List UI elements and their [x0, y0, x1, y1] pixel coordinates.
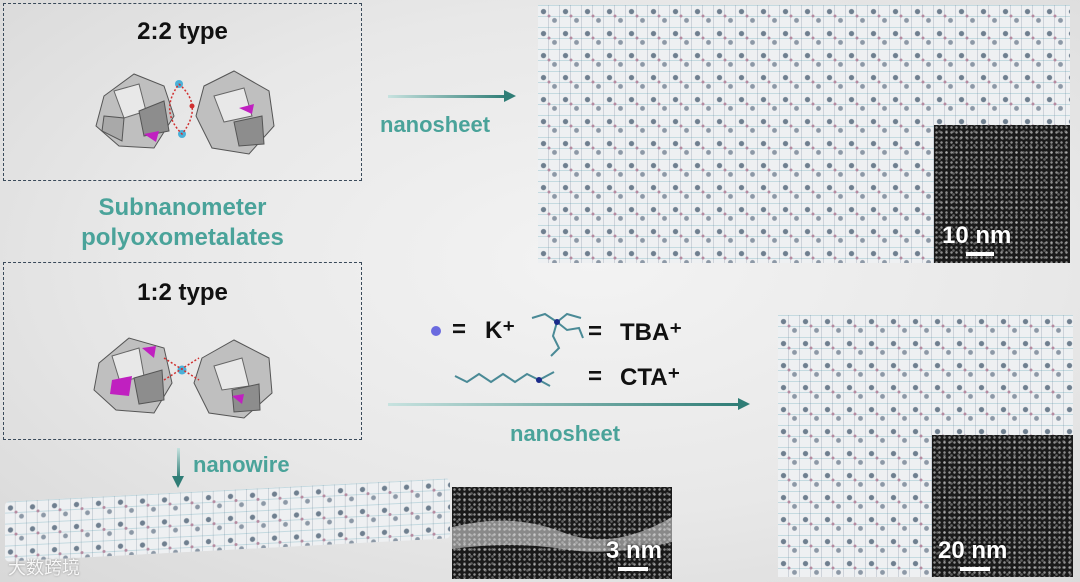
watermark: 大数跨境: [8, 558, 80, 578]
legend-k-eq: =: [452, 316, 467, 343]
bottom-structure-box: 1:2 type: [3, 262, 362, 440]
scale-label-top: 10 nm: [942, 222, 1012, 249]
center-label-line1: Subnanometer: [98, 194, 267, 221]
scale-bar-bottom: [960, 567, 990, 571]
top-box-title: 2:2 type: [137, 18, 228, 45]
k-ion-icon: [431, 326, 441, 336]
polyoxometalate-dimer-12: [93, 337, 273, 419]
nanowire-tem-band: [452, 517, 672, 552]
top-structure-box: 2:2 type: [3, 3, 362, 181]
tem-image-top: [934, 125, 1070, 263]
center-label-line2: polyoxometalates: [81, 224, 284, 251]
legend-k-label: K⁺: [485, 317, 515, 344]
legend-cta-label: CTA⁺: [620, 364, 681, 391]
arrow-top-label: nanosheet: [380, 112, 491, 137]
polyoxometalate-dimer-22: [95, 70, 275, 155]
scale-bar-wire: [618, 567, 648, 571]
legend-cta-eq: =: [588, 363, 603, 390]
legend-tba-eq: =: [588, 318, 603, 345]
bottom-box-title: 1:2 type: [137, 279, 228, 306]
scale-label-bottom: 20 nm: [938, 537, 1008, 564]
arrow-down-label: nanowire: [193, 452, 290, 477]
scale-label-wire: 3 nm: [606, 537, 663, 564]
arrow-to-nanowire: [172, 448, 184, 488]
scale-bar-top: [966, 252, 994, 256]
arrow-mid-label: nanosheet: [510, 421, 621, 446]
tba-molecule-icon: [531, 312, 584, 357]
arrow-to-bottom-nanosheet: [388, 398, 750, 410]
cta-molecule-icon: [454, 371, 555, 387]
center-label: Subnanometer polyoxometalates: [0, 193, 365, 253]
arrow-to-top-nanosheet: [388, 90, 516, 102]
legend-tba-label: TBA⁺: [620, 319, 682, 346]
nanowire-strip: [5, 478, 450, 562]
tem-image-bottom: [932, 435, 1073, 577]
